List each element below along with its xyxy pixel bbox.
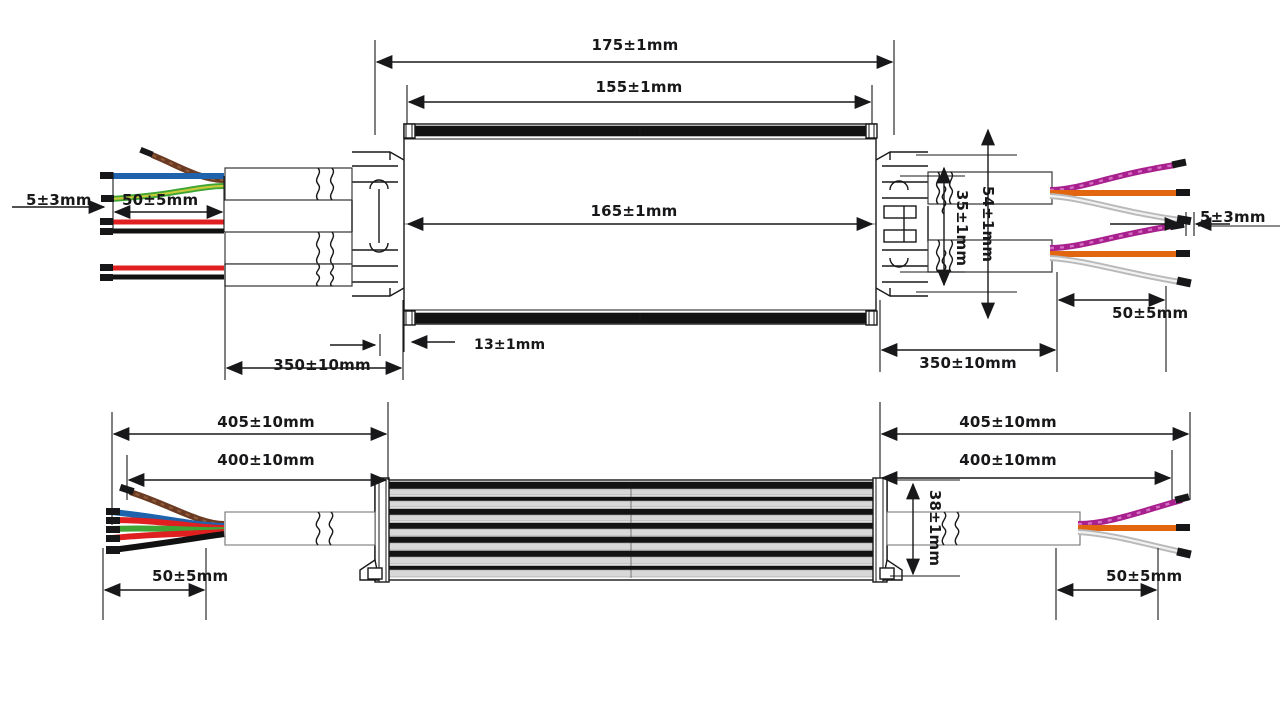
left-cable-lower	[224, 263, 353, 287]
left-cable-upper	[224, 167, 353, 265]
mount-foot-left	[359, 558, 383, 581]
right-cable-lower	[1049, 220, 1192, 288]
side-right-cable	[886, 511, 1081, 546]
housing-side-view	[359, 477, 903, 583]
dim-right-height-35	[900, 166, 965, 287]
mount-foot-right	[879, 558, 903, 581]
mount-bushing-tr	[865, 123, 878, 139]
dim-side-left-strip-50	[102, 548, 207, 620]
dim-right-tip-5	[1110, 212, 1280, 236]
label-left-cable-350: 350±10mm	[273, 356, 371, 374]
mount-bushing-br	[865, 310, 878, 326]
label-right-tip-5: 5±3mm	[1200, 208, 1266, 226]
side-view-group	[102, 402, 1192, 620]
label-side-height-38: 38±1mm	[926, 490, 944, 566]
side-right-wires	[1077, 493, 1192, 559]
dim-hole-span-155	[406, 85, 873, 128]
dim-side-height-38	[890, 479, 960, 577]
label-side-right-400: 400±10mm	[959, 451, 1057, 469]
label-body-165: 165±1mm	[591, 202, 678, 220]
label-right-height-35: 35±1mm	[953, 190, 971, 266]
left-wires-bottom	[100, 264, 224, 281]
dim-left-cable-350	[224, 264, 404, 380]
label-hole-span-155: 155±1mm	[596, 78, 683, 96]
label-right-cable-350: 350±10mm	[919, 354, 1017, 372]
dim-overall-175	[374, 40, 895, 135]
label-left-tip-5: 5±3mm	[26, 191, 92, 209]
right-end-plate	[875, 151, 929, 297]
dim-side-right-strip-50	[1055, 548, 1159, 620]
left-wires-top	[100, 146, 225, 235]
dim-left-strip-50	[112, 172, 225, 232]
dim-right-strip-50	[1056, 272, 1167, 372]
label-overall-175: 175±1mm	[592, 36, 679, 54]
side-left-cable	[224, 511, 376, 546]
label-side-left-400: 400±10mm	[217, 451, 315, 469]
label-bracket-13: 13±1mm	[474, 337, 545, 353]
label-right-height-54: 54±1mm	[979, 186, 997, 262]
mount-bushing-tl	[403, 123, 416, 139]
label-side-right-strip-50: 50±5mm	[1106, 567, 1182, 585]
dim-side-right-400	[880, 450, 1173, 500]
dim-side-right-405	[879, 402, 1191, 500]
top-view-group	[12, 40, 1280, 380]
left-end-plate	[351, 151, 405, 297]
right-wires-upper	[1049, 158, 1192, 226]
mount-bushing-bl	[403, 310, 416, 326]
dim-side-left-400	[126, 455, 388, 500]
dim-right-cable-350	[879, 300, 1057, 372]
label-side-right-405: 405±10mm	[959, 413, 1057, 431]
label-left-strip-50: 50±5mm	[122, 191, 198, 209]
label-right-strip-50: 50±5mm	[1112, 304, 1188, 322]
dim-bracket-13	[403, 325, 455, 352]
side-left-wires	[106, 483, 225, 554]
dim-side-left-405	[111, 402, 389, 525]
label-side-left-strip-50: 50±5mm	[152, 567, 228, 585]
label-side-left-405: 405±10mm	[217, 413, 315, 431]
dim-right-height-54	[916, 128, 1017, 320]
